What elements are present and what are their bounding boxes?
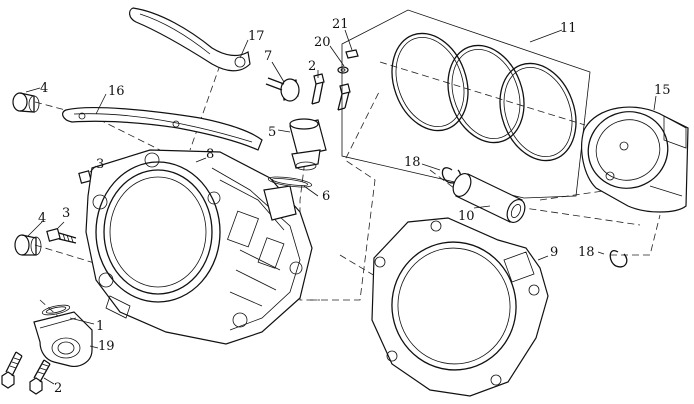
piston-ring-set [341,9,591,199]
callout-4-upper: 4 [40,81,48,96]
callout-7: 7 [264,49,272,64]
callout-2-tensioner: 2 [308,59,316,74]
callout-3-upper: 3 [96,157,104,172]
callout-18-lower: 18 [578,245,595,260]
bolt-2-tensioner-b [337,83,351,111]
callout-9: 9 [550,245,558,260]
piston [581,106,689,213]
callout-17: 17 [248,29,265,44]
cylinder-gasket [371,217,549,397]
water-pipe-joint [33,311,93,367]
callout-labels: 4 16 17 7 2 20 21 11 15 5 8 3 18 6 10 4 … [38,17,671,396]
callout-18-upper: 18 [404,155,421,170]
callout-6: 6 [322,189,330,204]
bolt-2-tensioner-a [311,73,325,105]
dowel-sleeve-upper [12,92,40,113]
bolt-7 [265,77,300,102]
callout-3-lower: 3 [62,206,70,221]
bolt-2-bottom-b [29,359,51,395]
callout-2-bottom: 2 [54,381,62,396]
cylinder-block [85,149,313,345]
callout-15: 15 [654,83,671,98]
bolt-2-bottom-a [1,351,23,389]
chain-guide-upper [129,7,251,72]
callout-11: 11 [560,21,577,36]
leader-lines [25,29,657,385]
washer-20 [337,66,349,74]
piston-pin [452,173,526,223]
chain-guide-long [62,106,263,151]
callout-16: 16 [108,84,125,99]
callout-4-lower: 4 [38,211,46,226]
gasket-ring [267,176,313,188]
chain-tensioner [289,118,327,171]
circlip-lower [609,250,628,268]
callout-1: 1 [96,319,104,334]
washer-21 [345,49,359,59]
callout-10: 10 [458,209,475,224]
callout-20: 20 [314,35,331,50]
bolt-3-lower [46,227,77,244]
seal-ring [41,304,71,316]
callout-5: 5 [268,125,276,140]
callout-21: 21 [332,17,349,32]
dowel-sleeve-lower [14,234,42,256]
callout-19: 19 [98,339,115,354]
callout-8: 8 [206,147,214,162]
